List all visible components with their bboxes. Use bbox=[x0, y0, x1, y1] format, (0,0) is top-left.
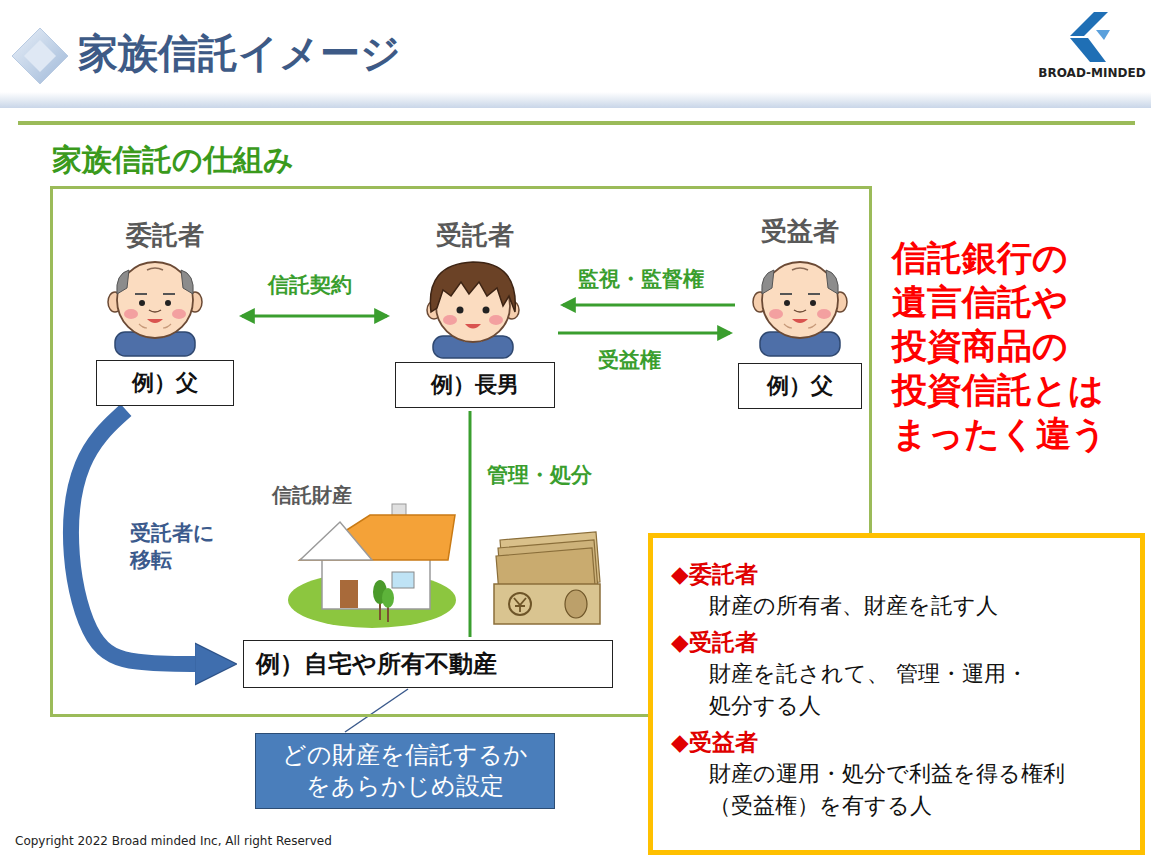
relation-arrow bbox=[563, 304, 735, 307]
relation-arrow bbox=[242, 315, 387, 318]
logo-mark bbox=[1070, 12, 1110, 62]
term-heading: ◆受託者 bbox=[671, 626, 1122, 658]
money-illustration bbox=[494, 532, 600, 624]
slide-title: 家族信託イメージ bbox=[78, 26, 401, 81]
title-diamond-inner bbox=[24, 40, 56, 72]
header-band bbox=[0, 92, 1151, 108]
father-illustration bbox=[753, 262, 847, 356]
role-name: 委託者 bbox=[66, 218, 264, 253]
term-heading: ◆受益者 bbox=[671, 726, 1122, 758]
role-group: 受託者例）長男 bbox=[395, 218, 555, 408]
role-name: 受益者 bbox=[708, 214, 892, 249]
relation-arrow bbox=[469, 411, 472, 637]
term-heading: ◆委託者 bbox=[671, 558, 1122, 590]
example-box: 例）父 bbox=[738, 363, 862, 409]
connector-label: 信託契約 bbox=[268, 272, 352, 299]
header-rule bbox=[18, 121, 1135, 125]
role-group: 受益者例）父 bbox=[738, 214, 862, 409]
logo-text: BROAD-MINDED bbox=[1036, 66, 1148, 80]
box-text: 例）自宅や所有不動産 bbox=[256, 648, 497, 680]
example-box: 例）長男 bbox=[395, 362, 555, 408]
header-bg bbox=[0, 0, 1151, 96]
section-heading: 家族信託の仕組み bbox=[52, 140, 294, 181]
title-diamond bbox=[12, 28, 68, 84]
connector-label: 受託者に 移転 bbox=[130, 520, 242, 575]
callout-box: どの財産を信託するか をあらかじめ設定 bbox=[255, 733, 555, 809]
asset-box: 例）自宅や所有不動産 bbox=[243, 640, 613, 688]
term-definition: 財産の運用・処分で利益を得る権利 （受益権）を有する人 bbox=[709, 758, 1099, 822]
copyright: Copyright 2022 Broad minded Inc, All rig… bbox=[15, 834, 332, 848]
role-name: 受託者 bbox=[365, 218, 585, 253]
example-box: 例）父 bbox=[96, 360, 234, 406]
father-illustration bbox=[108, 262, 202, 356]
asset-label: 信託財産 bbox=[272, 482, 352, 509]
definition-box: ◆委託者財産の所有者、財産を託す人 ◆受託者財産を託されて、 管理・運用・処分する… bbox=[648, 533, 1145, 855]
relation-arrow bbox=[558, 332, 730, 335]
role-group: 委託者例）父 bbox=[96, 218, 234, 406]
leader-line bbox=[345, 689, 408, 732]
example-text: 例）長男 bbox=[431, 370, 519, 400]
connector-label: 監視・監督権 bbox=[578, 266, 704, 293]
son-illustration bbox=[427, 262, 519, 358]
note-text: 信託銀行の 遺言信託や 投資商品の 投資信託とは まったく違う bbox=[892, 236, 1132, 456]
example-text: 例）父 bbox=[767, 371, 833, 401]
example-text: 例）父 bbox=[132, 368, 198, 398]
term-definition: 財産の所有者、財産を託す人 bbox=[709, 590, 1099, 622]
house-illustration bbox=[288, 504, 456, 628]
connector-label: 受益権 bbox=[598, 347, 661, 374]
connector-label: 管理・処分 bbox=[487, 462, 592, 489]
callout-text: どの財産を信託するか をあらかじめ設定 bbox=[266, 740, 544, 802]
term-definition: 財産を託されて、 管理・運用・処分する人 bbox=[709, 658, 1099, 722]
